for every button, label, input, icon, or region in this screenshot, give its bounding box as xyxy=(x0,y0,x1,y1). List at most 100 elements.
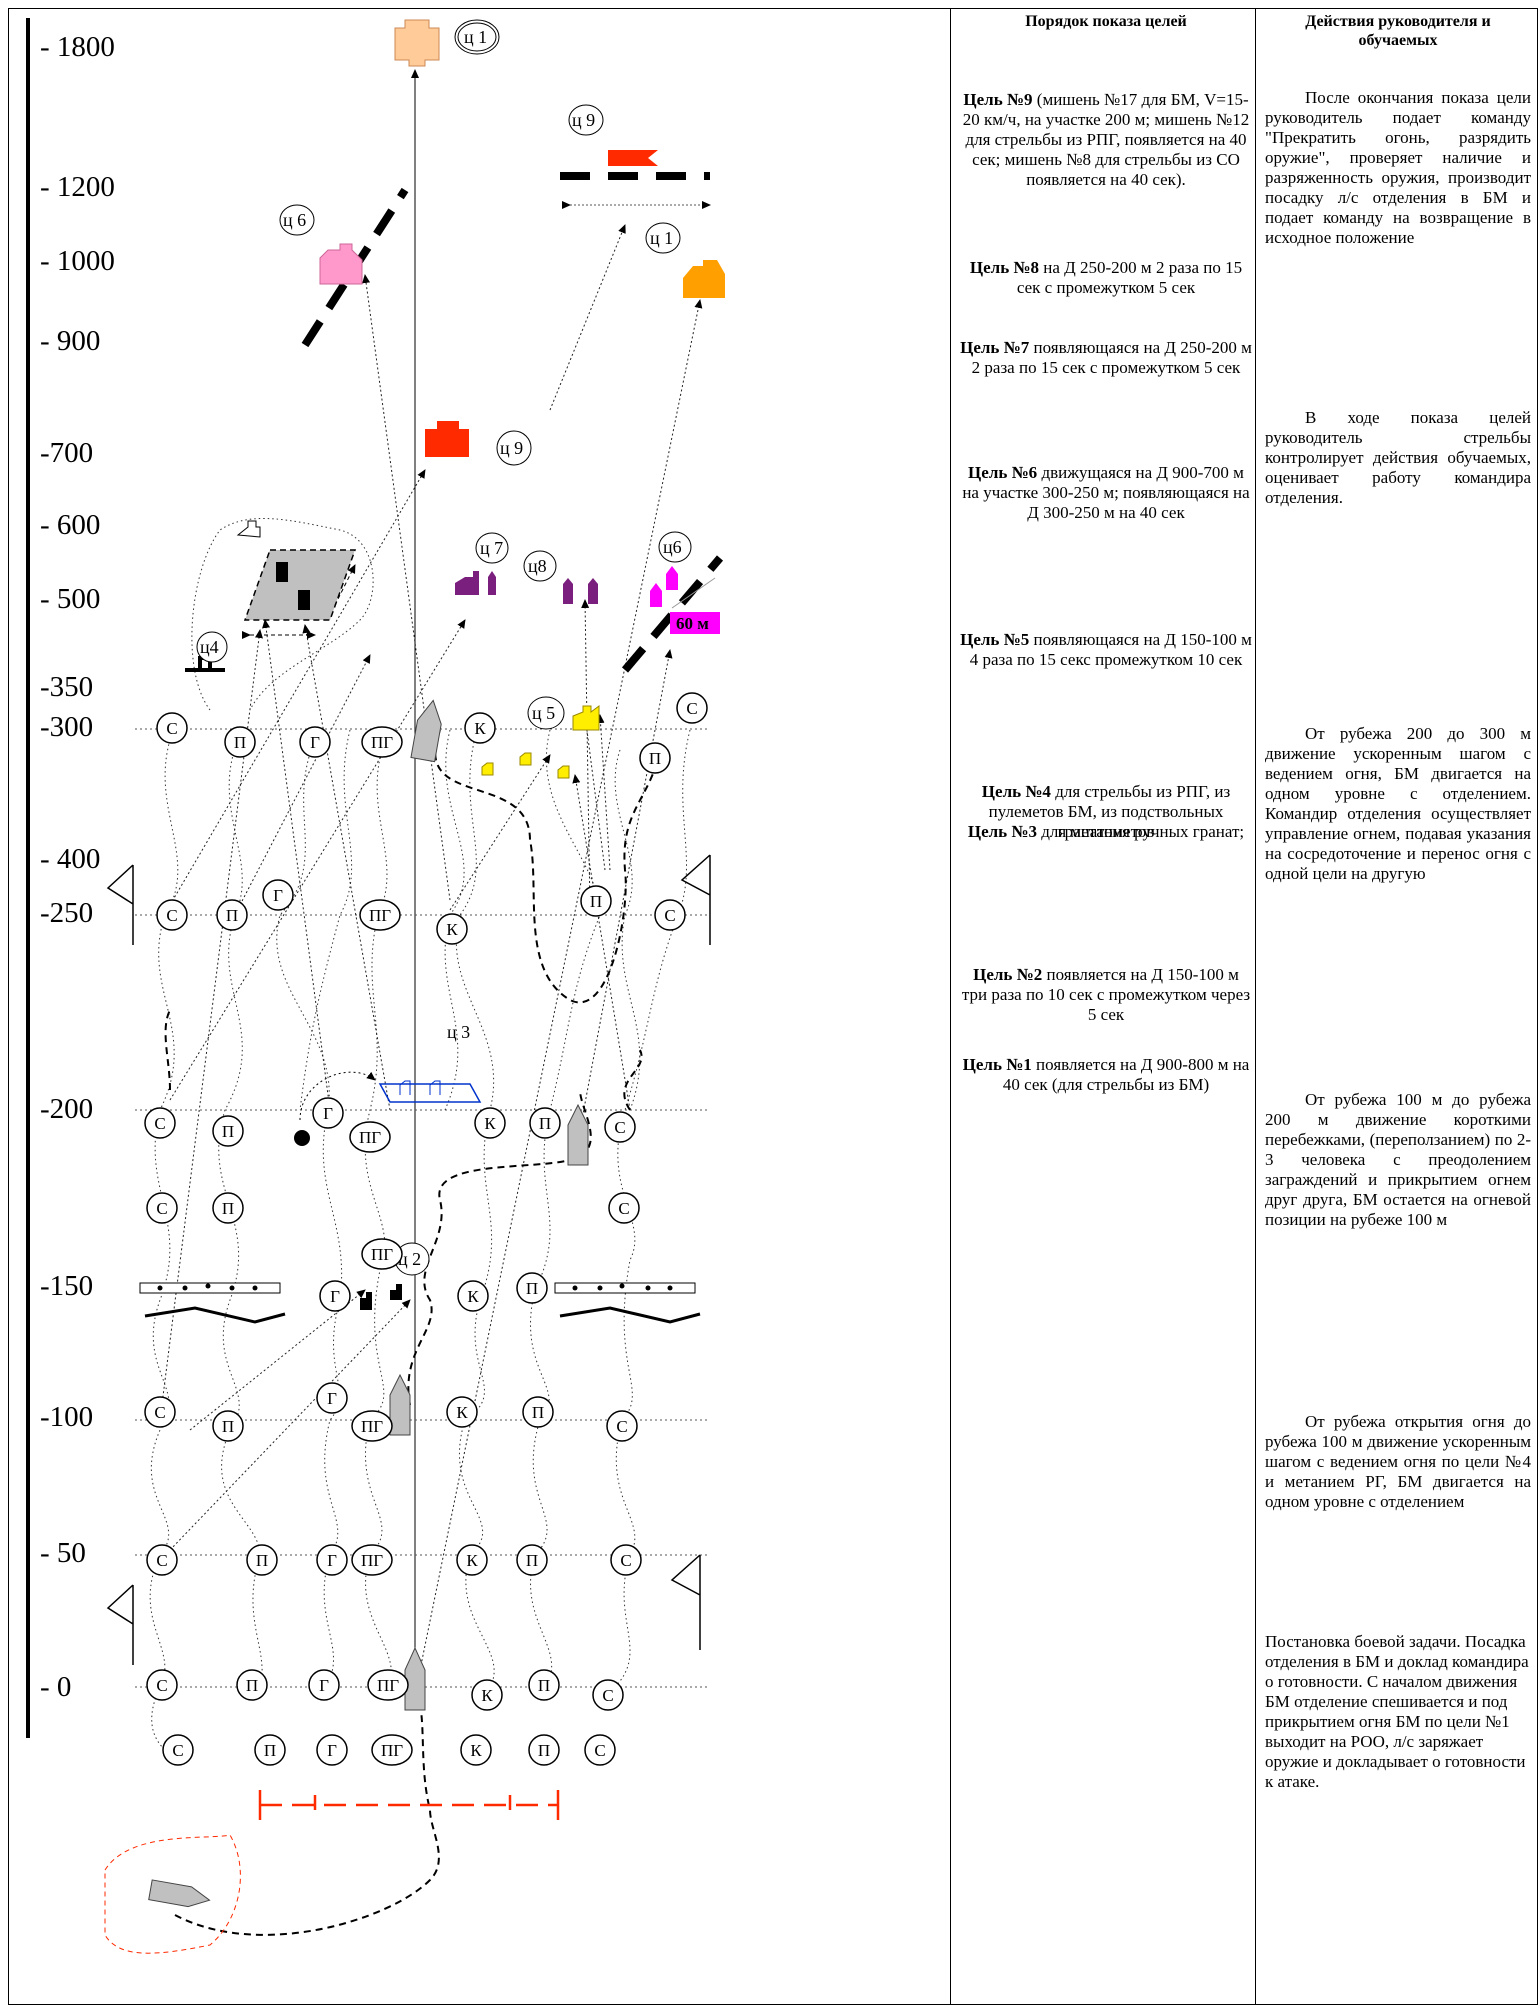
soldier-label: П xyxy=(539,1114,551,1133)
soldier-label: П xyxy=(256,1551,268,1570)
soldier-label: П xyxy=(222,1199,234,1218)
label-c5: ц 5 xyxy=(532,703,555,723)
action-block: От рубежа 200 до 300 м движение ускоренн… xyxy=(1265,724,1531,883)
soldier-label: П xyxy=(590,892,602,911)
soldier-circle xyxy=(604,1111,636,1143)
scale-label-700: -700 xyxy=(40,437,93,469)
soldier-label: Г xyxy=(319,1676,329,1695)
soldier-circle xyxy=(361,726,403,758)
action-block: Постановка боевой задачи. Посадка отделе… xyxy=(1265,1632,1529,1791)
soldier-circle xyxy=(299,726,331,758)
soldier-circle xyxy=(262,879,294,911)
target-c1-right xyxy=(683,260,725,298)
soldier-label: С xyxy=(156,1551,167,1570)
target-order-block: Цель №8 на Д 250-200 м 2 раза по 15 сек … xyxy=(960,258,1252,298)
black-dot xyxy=(294,1130,310,1146)
soldier-circle xyxy=(608,1192,640,1224)
soldier-circle xyxy=(522,1396,554,1428)
soldier-circle xyxy=(516,1272,548,1304)
soldier-circle xyxy=(592,1679,624,1711)
soldier-circle xyxy=(584,1734,616,1766)
label-c1-right: ц 1 xyxy=(650,228,673,248)
soldier-circle xyxy=(319,1280,351,1312)
targets-c6 xyxy=(650,566,678,607)
soldier-circle xyxy=(516,1544,548,1576)
label-c6-top: ц 6 xyxy=(283,210,306,230)
column-divider-1 xyxy=(950,8,951,2005)
target-order-title: Цель №5 xyxy=(960,630,1030,649)
label-c3: ц 3 xyxy=(447,1022,470,1042)
soldier-circle xyxy=(144,1107,176,1139)
scale-label-350: -350 xyxy=(40,671,93,703)
soldier-circle xyxy=(371,1734,413,1766)
scale-label-1000: - 1000 xyxy=(40,245,115,277)
target-order-title: Цель №7 xyxy=(960,338,1030,357)
target-small xyxy=(298,590,310,610)
soldier-label: К xyxy=(467,1287,479,1306)
action-block: От рубежа открытия огня до рубежа 100 м … xyxy=(1265,1412,1531,1511)
soldier-label: С xyxy=(154,1114,165,1133)
soldier-label: ПГ xyxy=(361,1417,383,1436)
soldier-circle xyxy=(224,726,256,758)
soldier-circle xyxy=(351,1410,393,1442)
soldier-label: ПГ xyxy=(381,1741,403,1760)
label-c7: ц 7 xyxy=(480,538,503,558)
scale-label-50: - 50 xyxy=(40,1537,86,1569)
soldier-label: П xyxy=(532,1403,544,1422)
action-block: После окончания показа цели руководитель… xyxy=(1265,88,1531,247)
movement-paths xyxy=(149,719,691,1761)
scale-label-600: - 600 xyxy=(40,509,100,541)
soldier-circle xyxy=(446,1396,478,1428)
target-order-text: на Д 250-200 м 2 раза по 15 сек с промеж… xyxy=(1016,258,1243,297)
scale-labels: - 1800 - 1200 - 1000 - 900 -700 - 600 - … xyxy=(40,31,115,1703)
target-c9-mid xyxy=(425,421,469,457)
action-block: В ходе показа целей руководитель стрельб… xyxy=(1265,408,1531,507)
label-c1-top: ц 1 xyxy=(464,27,487,47)
soldier-label: Г xyxy=(330,1287,340,1306)
red-bracket xyxy=(258,1790,560,1820)
soldier-circle xyxy=(349,1121,391,1153)
target-order-text: для метания ручных гранат; xyxy=(1036,822,1245,841)
soldier-circle xyxy=(316,1382,348,1414)
distance-60m-label: 60 м xyxy=(676,614,709,633)
target-order-block: Цель №3 для метания ручных гранат; xyxy=(960,822,1252,842)
soldier-circle xyxy=(212,1115,244,1147)
target-area xyxy=(243,549,357,621)
scale-label-900: - 900 xyxy=(40,325,100,357)
soldier-circle xyxy=(367,1669,409,1701)
soldier-label: С xyxy=(618,1199,629,1218)
soldier-circle xyxy=(312,1097,344,1129)
soldier-label: П xyxy=(226,906,238,925)
label-c6-right: ц6 xyxy=(663,537,682,557)
soldier-label: К xyxy=(470,1741,482,1760)
target-c1-top xyxy=(394,19,440,67)
soldier-label: П xyxy=(526,1551,538,1570)
soldier-label: С xyxy=(686,699,697,718)
soldier-label: ПГ xyxy=(359,1128,381,1147)
label-c2: ц 2 xyxy=(398,1249,421,1269)
soldier-circle xyxy=(457,1280,489,1312)
soldier-label: П xyxy=(538,1676,550,1695)
target-c3-figures xyxy=(399,1080,441,1095)
target-order-block: Цель №5 появляющаяся на Д 150-100 м 4 ра… xyxy=(960,630,1252,670)
target-order-text: появляющаяся на Д 150-100 м 4 раза по 15… xyxy=(969,630,1252,669)
soldier-label: ПГ xyxy=(371,1245,393,1264)
soldier-circle xyxy=(212,1192,244,1224)
soldier-circle xyxy=(146,1192,178,1224)
soldier-label: С xyxy=(620,1551,631,1570)
start-zone xyxy=(104,1834,241,1954)
soldier-label: П xyxy=(538,1741,550,1760)
soldier-circle xyxy=(359,899,401,931)
target-order-block: Цель №9 (мишень №17 для БМ, V=15-20 км/ч… xyxy=(960,90,1252,190)
target-white xyxy=(236,520,261,538)
fire-lines xyxy=(159,224,703,1671)
target-c2 xyxy=(360,1284,402,1310)
soldier-circle xyxy=(436,913,468,945)
soldier-label: К xyxy=(456,1403,468,1422)
soldier-circle xyxy=(156,712,188,744)
target-order-title: Цель №3 xyxy=(967,822,1037,841)
soldier-label: Г xyxy=(310,733,320,752)
target-order-text: для стрельбы из РПГ, из пулеметов БМ, из… xyxy=(988,782,1231,841)
soldier-circle xyxy=(460,1734,492,1766)
target-order-block: Цель №2 появляется на Д 150-100 м три ра… xyxy=(960,965,1252,1025)
